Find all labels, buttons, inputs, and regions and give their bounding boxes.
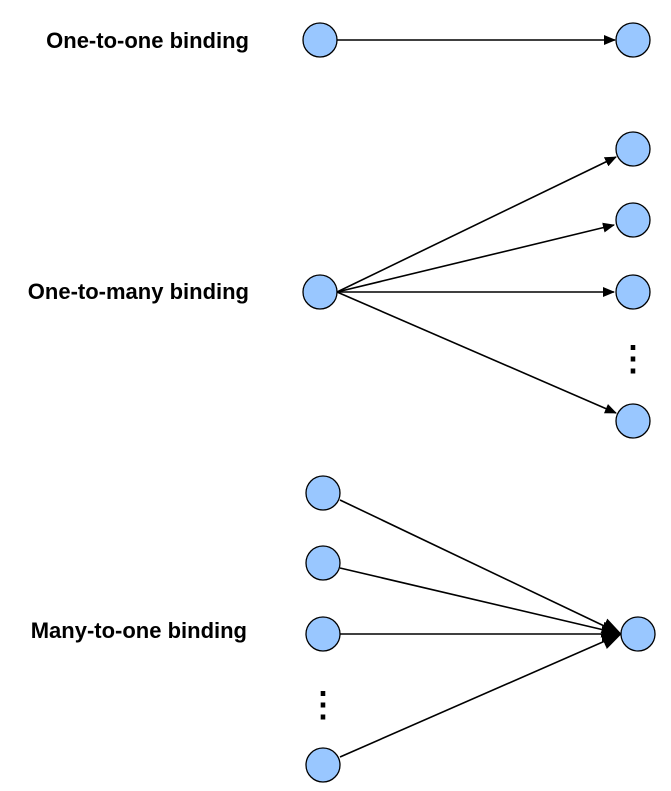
vertical-ellipsis-targets: ⋮ [616, 340, 650, 378]
source-node [302, 274, 338, 310]
target-node [615, 403, 651, 439]
target-node [615, 274, 651, 310]
nodes-many-to-one [305, 475, 656, 783]
edge [336, 222, 615, 293]
target-node [620, 616, 656, 652]
edge [339, 499, 622, 635]
label-one-to-one: One-to-one binding [46, 28, 249, 53]
edges-one-to-many [336, 156, 617, 414]
edge [336, 291, 617, 414]
nodes-one-to-one [302, 22, 651, 58]
label-many-to-one: Many-to-one binding [31, 618, 247, 643]
source-node [305, 475, 341, 511]
edge [336, 156, 617, 293]
target-node [615, 202, 651, 238]
edges-many-to-one [339, 499, 622, 758]
edge [339, 633, 622, 758]
target-node [615, 131, 651, 167]
source-node [305, 747, 341, 783]
source-node [305, 545, 341, 581]
source-node [302, 22, 338, 58]
edge [339, 567, 622, 638]
nodes-one-to-many [302, 131, 651, 439]
label-one-to-many: One-to-many binding [28, 279, 249, 304]
source-node [305, 616, 341, 652]
vertical-ellipsis-sources: ⋮ [306, 686, 340, 724]
target-node [615, 22, 651, 58]
